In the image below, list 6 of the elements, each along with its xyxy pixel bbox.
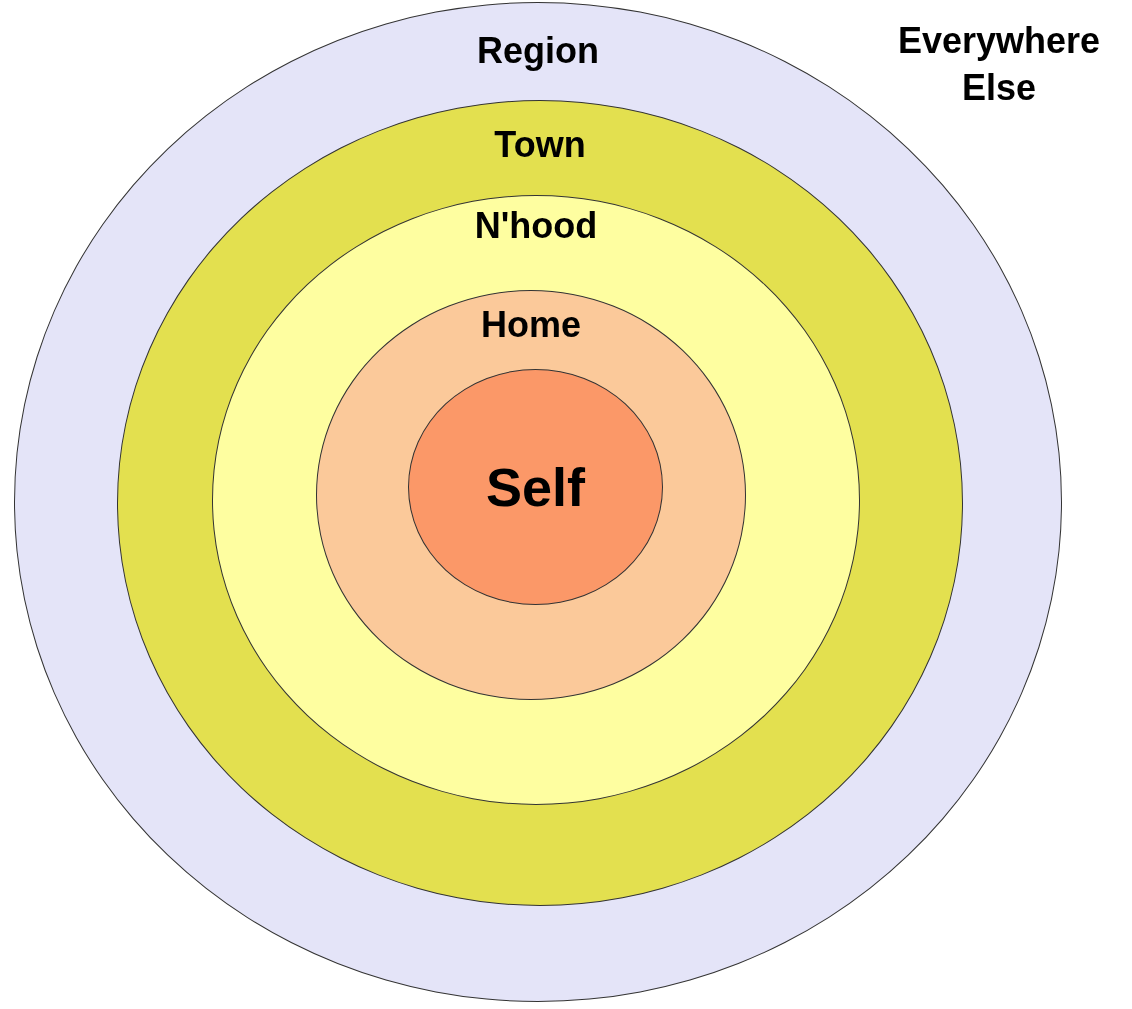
ring-label: Town <box>494 127 586 163</box>
ring-label: Home <box>481 307 581 343</box>
ring-label: Region <box>477 33 599 69</box>
outer-label: Everywhere Else <box>896 19 1102 110</box>
ring-label: N'hood <box>474 208 598 244</box>
ring-label: Self <box>486 460 585 514</box>
